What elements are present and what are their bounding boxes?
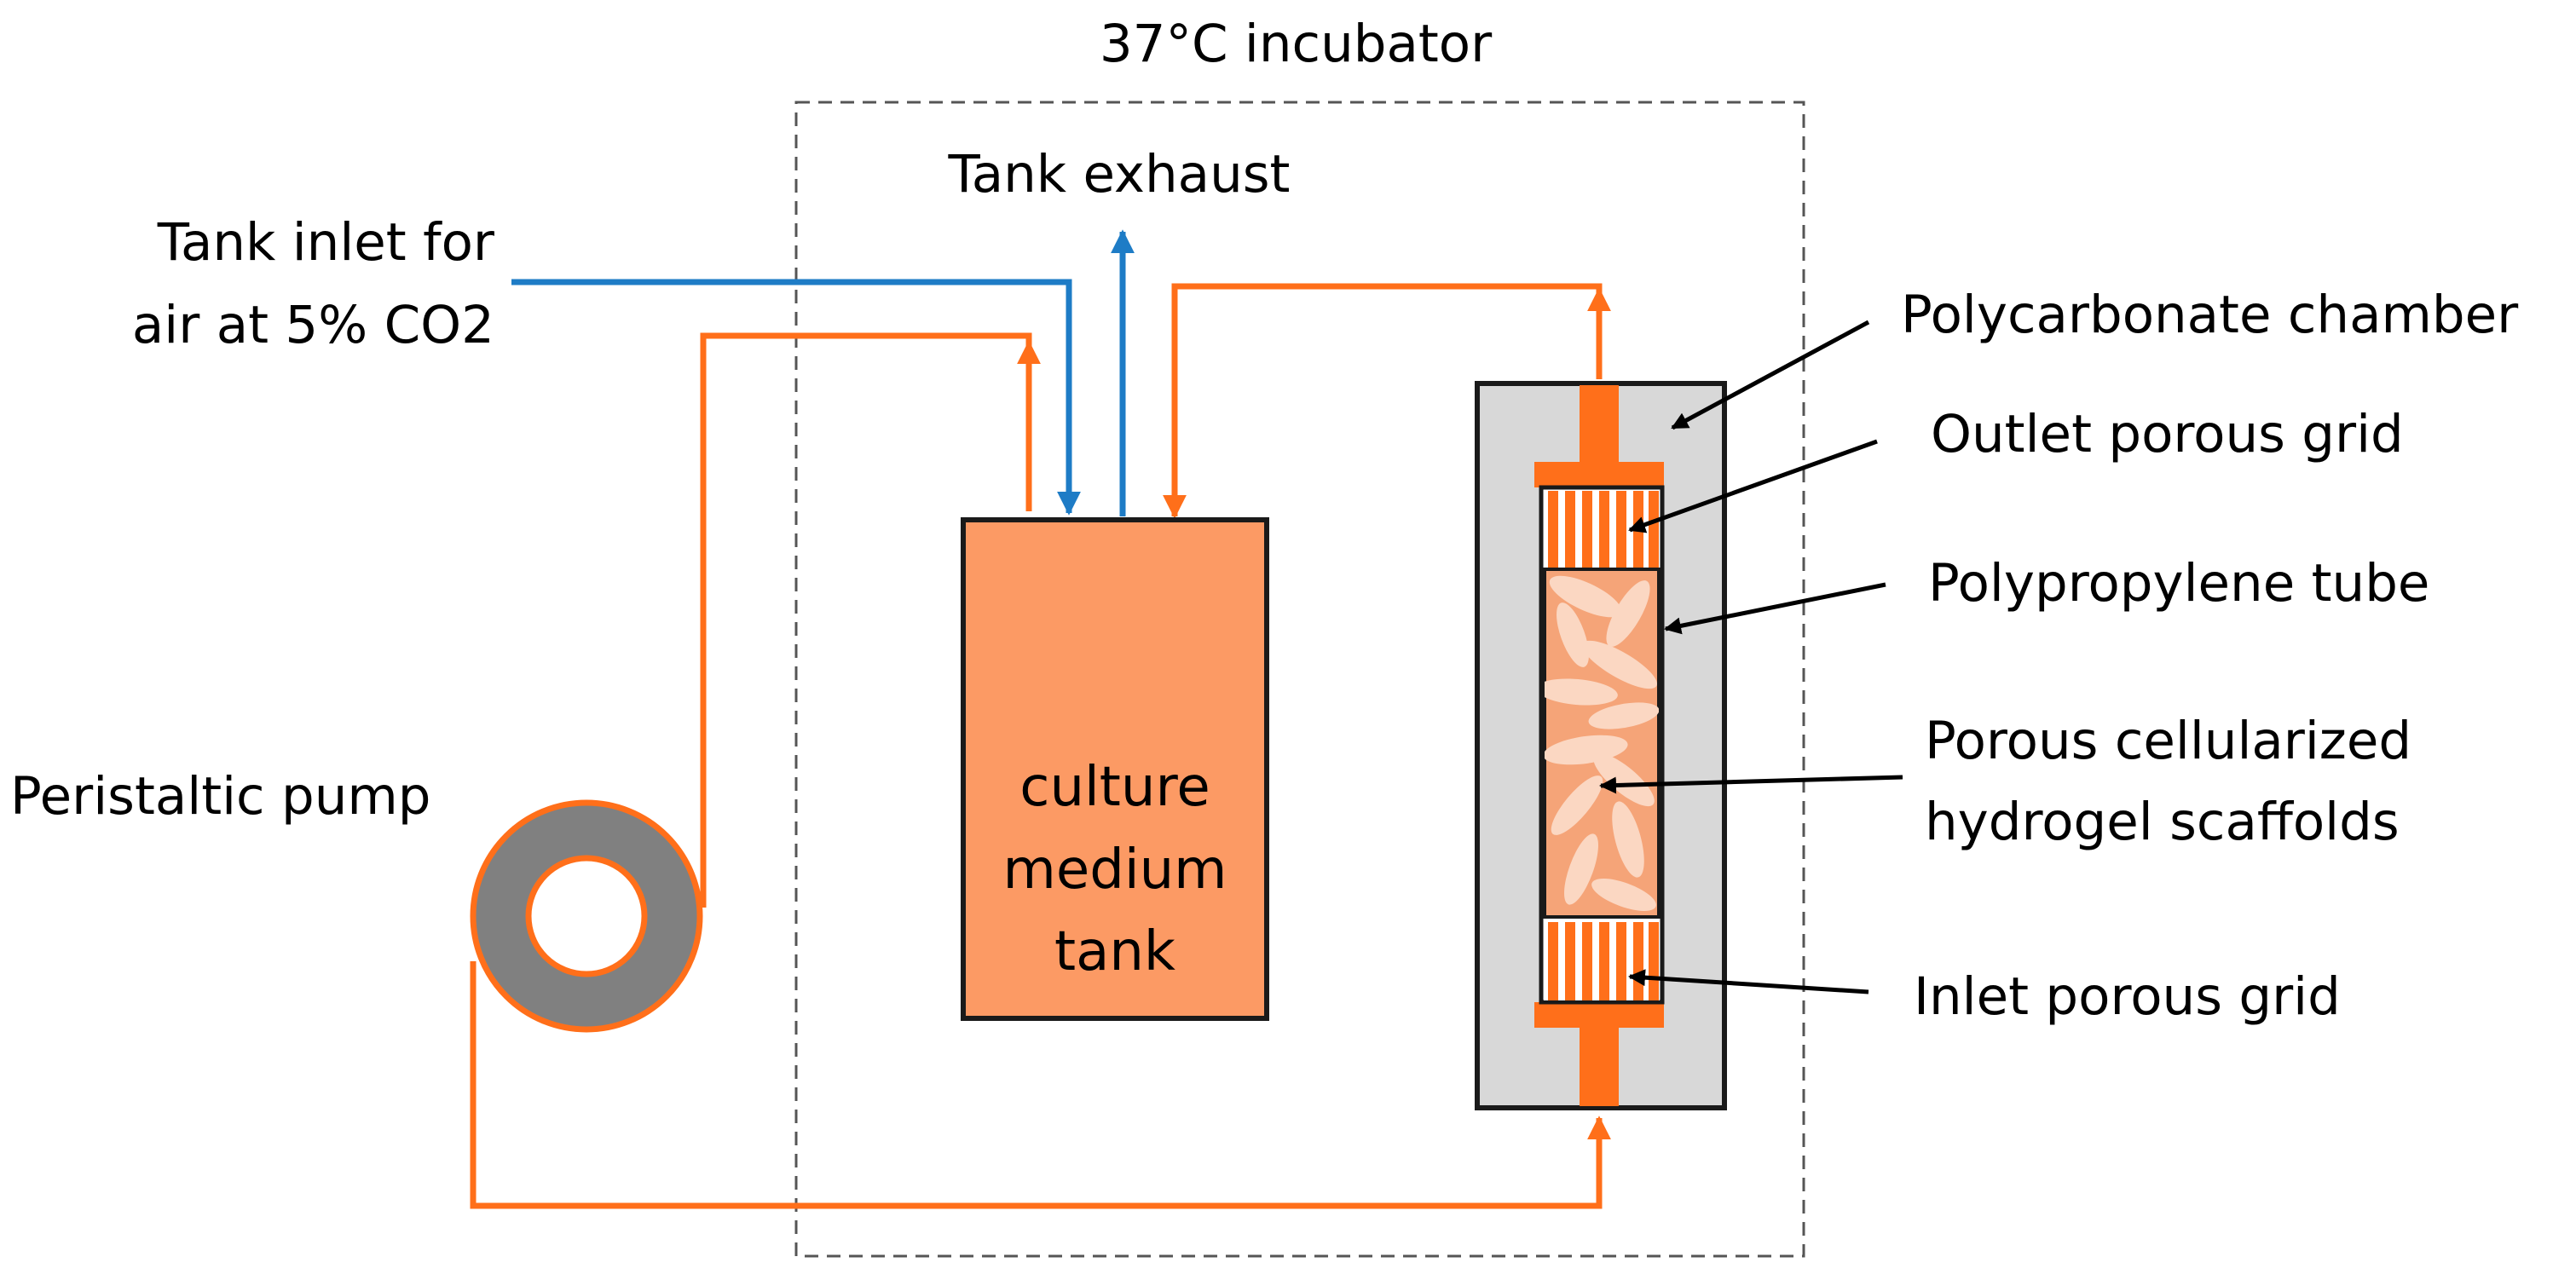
hydrogel-scaffolds: [1543, 568, 1661, 919]
scaffolds-pointer: [1599, 775, 1903, 794]
incubator-box: [794, 101, 1805, 1258]
incubator-label: 37°C incubator: [1100, 14, 1493, 74]
polypropylene-tube-label: Polypropylene tube: [1928, 553, 2429, 614]
polycarbonate-chamber-pointer: [1671, 320, 1870, 430]
tank-inlet-label-line2: air at 5% CO2: [132, 295, 494, 355]
tank-exhaust-label: Tank exhaust: [948, 144, 1291, 205]
outlet-grid-pointer: [1628, 439, 1878, 533]
tank-label-line1: culture: [1019, 756, 1210, 819]
pump-center-hole: [525, 855, 648, 977]
pump-to-chamber-tube: [470, 961, 1611, 1209]
outlet-porous-grid: [1544, 490, 1660, 568]
tank-label-line3: tank: [1054, 920, 1175, 983]
inlet-grid-pointer: [1628, 969, 1869, 994]
culture-medium-tank: [961, 517, 1269, 1021]
polypropylene-tube-pointer: [1664, 582, 1886, 635]
air-inlet-line: [511, 279, 1081, 516]
polycarbonate-chamber-label: Polycarbonate chamber: [1901, 285, 2519, 345]
tank-label-line2: medium: [1002, 839, 1227, 902]
bottom-connector-stem: [1580, 1026, 1619, 1106]
inlet-porous-grid: [1544, 920, 1660, 1000]
top-connector-stem: [1580, 385, 1619, 464]
top-connector-flange: [1534, 462, 1664, 487]
bottom-connector-flange: [1534, 1002, 1664, 1028]
inlet-porous-grid-label: Inlet porous grid: [1914, 966, 2341, 1027]
tank-inlet-label-line1: Tank inlet for: [157, 212, 495, 273]
outlet-porous-grid-label: Outlet porous grid: [1931, 404, 2404, 464]
scaffolds-label-line1: Porous cellularized: [1925, 711, 2411, 771]
peristaltic-pump-label: Peristaltic pump: [10, 766, 431, 827]
scaffolds-label-line2: hydrogel scaffolds: [1925, 792, 2400, 852]
